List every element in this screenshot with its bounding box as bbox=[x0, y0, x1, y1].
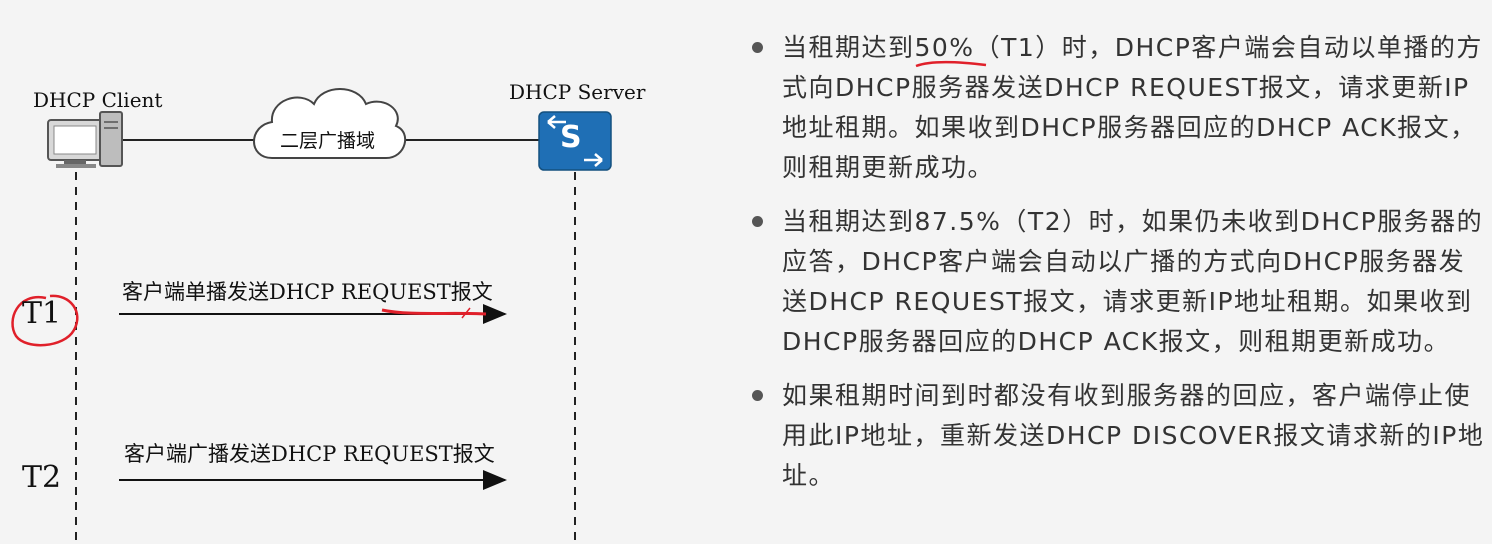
bullet-dot bbox=[752, 216, 763, 227]
computer-icon bbox=[47, 111, 123, 168]
bullet-text: 如果租期时间到时都没有收到服务器的回应，客户端停止使用此IP地址，重新发送DHC… bbox=[782, 381, 1485, 490]
explanation-list: 当租期达到50%（T1）时，DHCP客户端会自动以单播的方式向DHCP服务器发送… bbox=[748, 28, 1488, 510]
time-label-t1: T1 bbox=[22, 296, 62, 331]
cloud-label: 二层广播域 bbox=[280, 130, 376, 152]
message-label-t1: 客户端单播发送DHCP REQUEST报文 bbox=[122, 280, 493, 304]
time-label-t2: T2 bbox=[22, 460, 62, 495]
client-label: DHCP Client bbox=[33, 88, 163, 112]
dhcp-renewal-diagram: DHCP Client DHCP Server 二层广播域 S T1 客户端单播… bbox=[0, 0, 740, 544]
message-label-t2: 客户端广播发送DHCP REQUEST报文 bbox=[124, 442, 495, 466]
bullet-dot bbox=[752, 42, 763, 53]
server-label: DHCP Server bbox=[509, 80, 646, 104]
switch-icon bbox=[538, 111, 612, 171]
bullet-text: 当租期达到50%（T1）时，DHCP客户端会自动以单播的方式向DHCP服务器发送… bbox=[782, 33, 1483, 182]
bullet-item: 当租期达到87.5%（T2）时，如果仍未收到DHCP服务器的应答，DHCP客户端… bbox=[748, 202, 1488, 362]
red-underline-annotation bbox=[915, 60, 987, 68]
bullet-item: 当租期达到50%（T1）时，DHCP客户端会自动以单播的方式向DHCP服务器发送… bbox=[748, 28, 1488, 188]
bullet-item: 如果租期时间到时都没有收到服务器的回应，客户端停止使用此IP地址，重新发送DHC… bbox=[748, 376, 1488, 496]
red-annotation bbox=[11, 294, 487, 347]
diagram-canvas bbox=[11, 88, 612, 544]
bullet-text: 当租期达到87.5%（T2）时，如果仍未收到DHCP服务器的应答，DHCP客户端… bbox=[782, 207, 1484, 356]
switch-letter: S bbox=[560, 120, 582, 155]
bullet-dot bbox=[752, 390, 763, 401]
cloud-icon bbox=[253, 88, 407, 159]
